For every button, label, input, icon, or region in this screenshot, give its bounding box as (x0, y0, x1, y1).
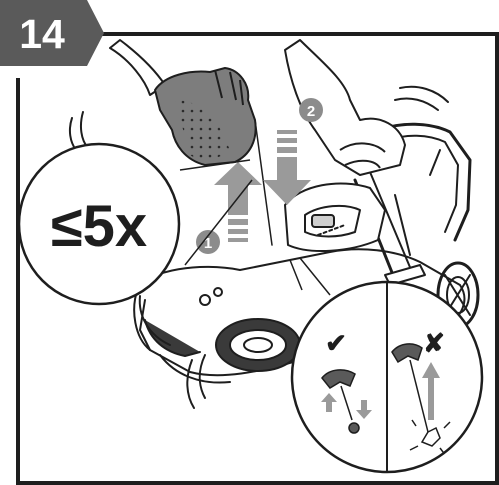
step-badge-first: 1 (196, 230, 220, 254)
step-badge-second: 2 (299, 98, 323, 122)
pull-count-label: ≤5x (51, 194, 147, 259)
step-tab: 14 (0, 0, 104, 66)
correct-mark: ✔ (325, 328, 347, 358)
step-number: 14 (19, 11, 65, 57)
gloved-hand (110, 40, 256, 165)
step-badge-first-number: 1 (204, 235, 212, 252)
wrong-mark: ✘ (423, 328, 445, 358)
pull-arrow-up (214, 162, 262, 242)
step-badge-second-number: 2 (307, 103, 315, 120)
